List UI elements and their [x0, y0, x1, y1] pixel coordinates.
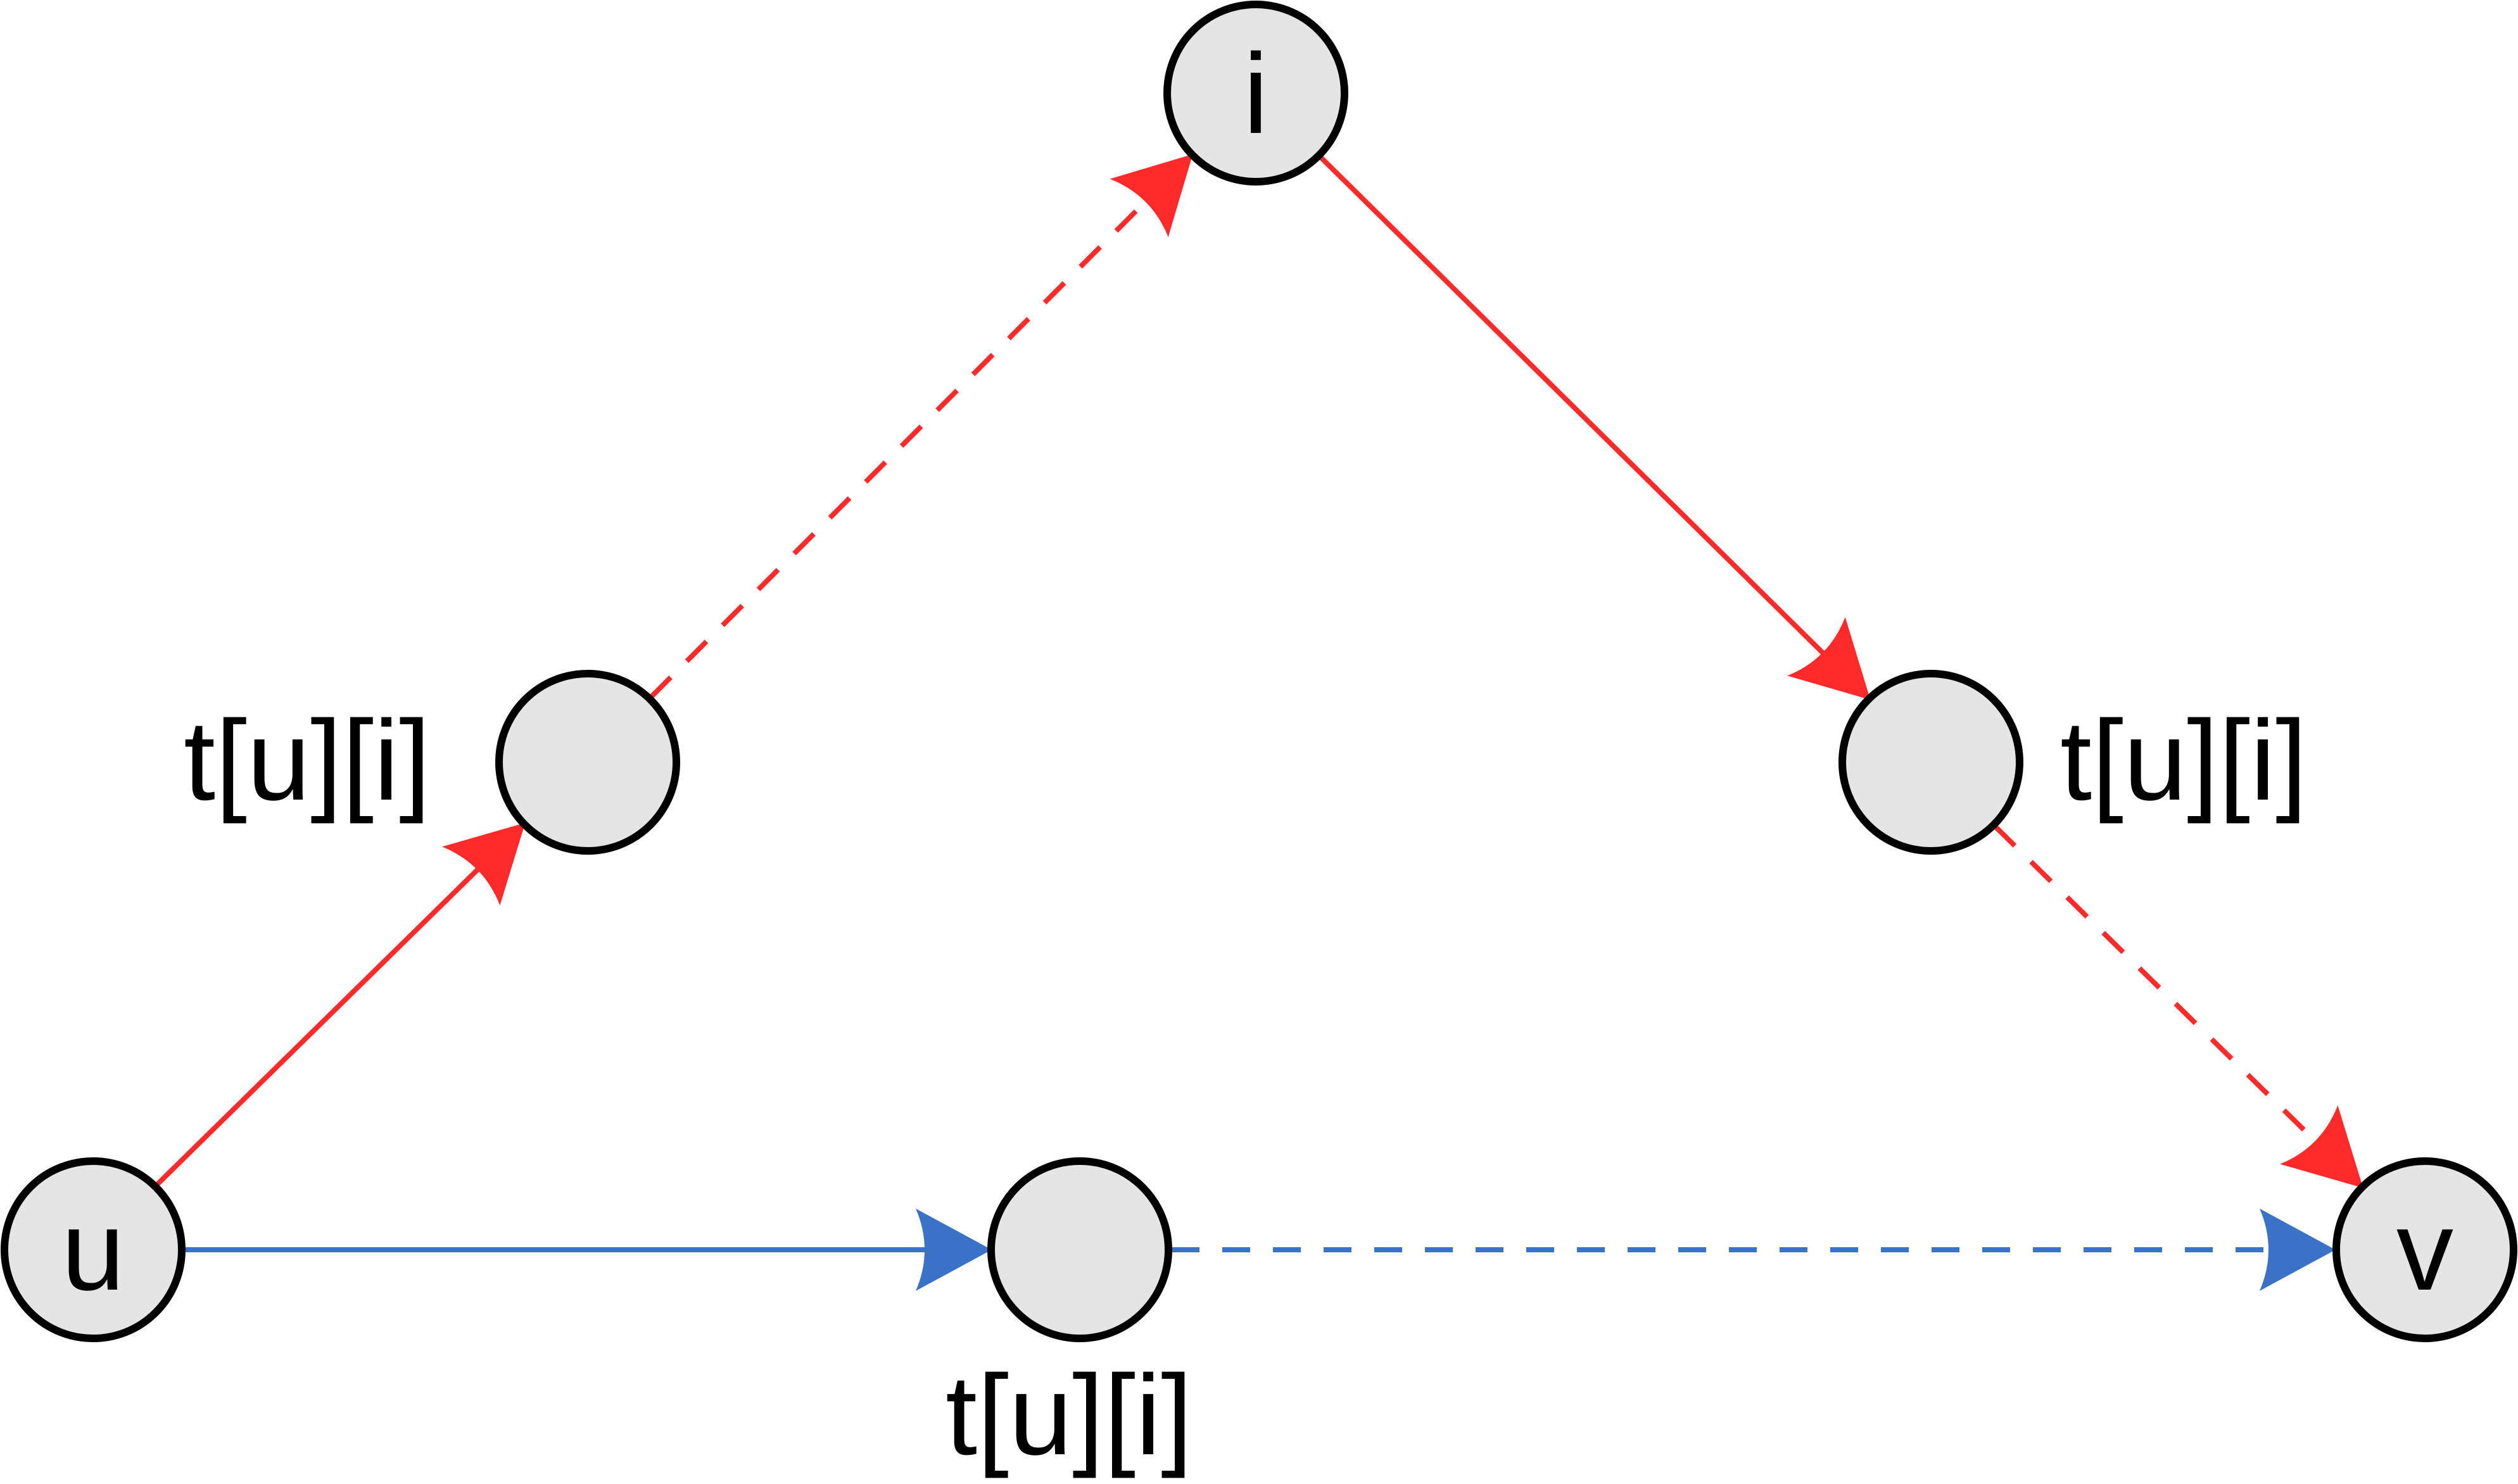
- node-right-mid: [1838, 670, 2023, 855]
- node-u-label: u: [61, 1187, 125, 1314]
- right-mid-label: t[u][i]: [2060, 697, 2307, 824]
- node-v-label: v: [2396, 1187, 2453, 1314]
- edge-right-mid-to-v: [1993, 824, 2364, 1189]
- node-i-label: i: [1243, 30, 1268, 158]
- bottom-mid-label: t[u][i]: [946, 1352, 1193, 1479]
- edge-u-to-left-mid: [155, 822, 526, 1186]
- node-u: u: [1, 1157, 186, 1342]
- node-bottom-mid: [987, 1157, 1172, 1342]
- node-v: v: [2332, 1157, 2517, 1342]
- edge-left-mid-to-i: [649, 153, 1194, 699]
- edge-i-to-right-mid: [1318, 154, 1871, 701]
- node-left-mid: [495, 670, 680, 855]
- node-i: i: [1163, 1, 1348, 186]
- left-mid-label: t[u][i]: [184, 697, 431, 824]
